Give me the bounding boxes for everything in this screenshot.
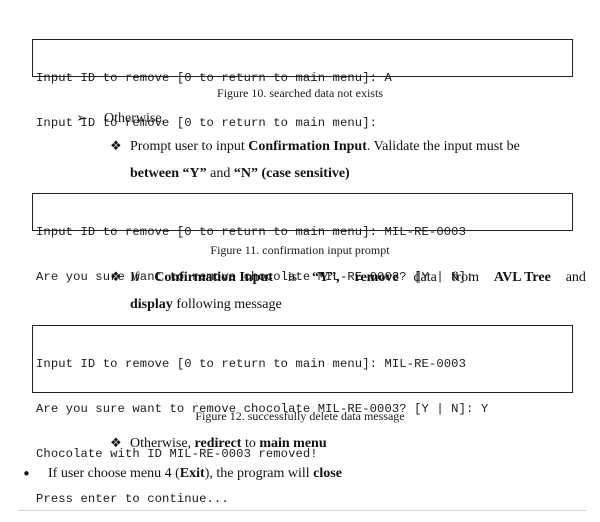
redirect-instruction: Otherwise, redirect to main menu: [130, 436, 327, 451]
exit-instruction: If user choose menu 4 (Exit), the progra…: [48, 466, 342, 481]
console-line: Input ID to remove [0 to return to main …: [36, 71, 392, 85]
figure-caption-10: Figure 10. searched data not exists: [217, 86, 383, 100]
console-output-figure-10: Input ID to remove [0 to return to main …: [32, 39, 573, 130]
diamond-bullet-icon: ❖: [110, 139, 122, 154]
prompt-instruction-line-1: Prompt user to input Confirmation Input.…: [130, 139, 520, 154]
figure-caption-12: Figure 12. successfully delete data mess…: [195, 409, 405, 423]
arrow-bullet-icon: ➢: [76, 111, 87, 126]
otherwise-text: Otherwise,: [104, 111, 166, 126]
dot-bullet-icon: •: [22, 465, 31, 483]
console-line: Input ID to remove [0 to return to main …: [36, 357, 466, 371]
console-output-figure-12: Input ID to remove [0 to return to main …: [32, 325, 573, 506]
console-line: Press enter to continue...: [36, 492, 229, 506]
figure-caption-11: Figure 11. confirmation input prompt: [210, 243, 390, 257]
confirm-instruction-line-1: If Confirmation Input is “Y”, remove dat…: [130, 270, 586, 285]
console-line: Input ID to remove [0 to return to main …: [36, 116, 378, 130]
console-line: Are you sure want to remove chocolate MI…: [36, 402, 489, 416]
console-line: Are you sure want to remove chocolate MI…: [36, 270, 474, 284]
page-divider: [18, 510, 586, 511]
console-output-figure-11: Input ID to remove [0 to return to main …: [32, 193, 573, 284]
diamond-bullet-icon: ❖: [110, 436, 122, 451]
confirm-instruction-line-2: display following message: [130, 297, 282, 312]
diamond-bullet-icon: ❖: [110, 270, 122, 285]
console-line: Input ID to remove [0 to return to main …: [36, 225, 466, 239]
prompt-instruction-line-2: between “Y” and “N” (case sensitive): [130, 166, 350, 181]
console-line: Chocolate with ID MIL-RE-0003 removed!: [36, 447, 318, 461]
